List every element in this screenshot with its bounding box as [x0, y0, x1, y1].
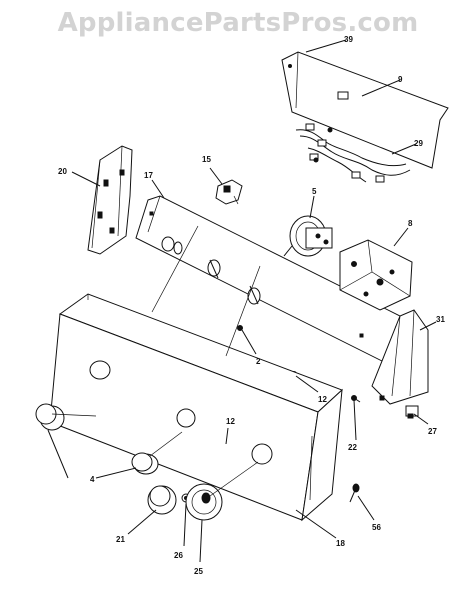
part-27-clip: [405, 405, 419, 419]
callout-20: 20: [58, 167, 67, 176]
callout-9: 9: [398, 75, 403, 84]
callout-12a: 12: [318, 395, 327, 404]
part-20-left-bracket: [87, 145, 133, 255]
part-22-screw: [351, 395, 361, 403]
part-2-clip: [237, 325, 243, 331]
callout-4: 4: [90, 475, 95, 484]
callout-25: 25: [194, 567, 203, 576]
callout-27: 27: [428, 427, 437, 436]
callout-labels: 39 9 29 20 15 17 5 8 31 2 12 12 22 27 4 …: [58, 35, 445, 576]
callout-15: 15: [202, 155, 211, 164]
callout-12b: 12: [226, 417, 235, 426]
callout-17: 17: [144, 171, 153, 180]
part-9-rear-cover: [281, 51, 449, 169]
watermark: AppliancePartsPros.com: [57, 8, 419, 38]
part-25-dial: [185, 483, 223, 521]
part-8-timer: [339, 239, 413, 311]
leader-lines: [47, 39, 437, 563]
part-29-wire-harness: [295, 123, 411, 183]
part-15-switch: [215, 179, 243, 205]
part-21-knob: [147, 485, 177, 515]
callout-39: 39: [344, 35, 353, 44]
callout-56: 56: [372, 523, 381, 532]
callout-31: 31: [436, 315, 445, 324]
part-31-end-cap: [371, 309, 429, 405]
callout-8: 8: [408, 219, 413, 228]
part-56-screw: [349, 483, 360, 503]
callout-5: 5: [312, 187, 317, 196]
part-18-console: [49, 293, 343, 522]
part-5-selector: [283, 215, 333, 257]
callout-29: 29: [414, 139, 423, 148]
callout-2: 2: [256, 357, 261, 366]
callout-26: 26: [174, 551, 183, 560]
callout-22: 22: [348, 443, 357, 452]
callout-21: 21: [116, 535, 125, 544]
callout-18: 18: [336, 539, 345, 548]
part-4-knobs: [35, 403, 159, 475]
